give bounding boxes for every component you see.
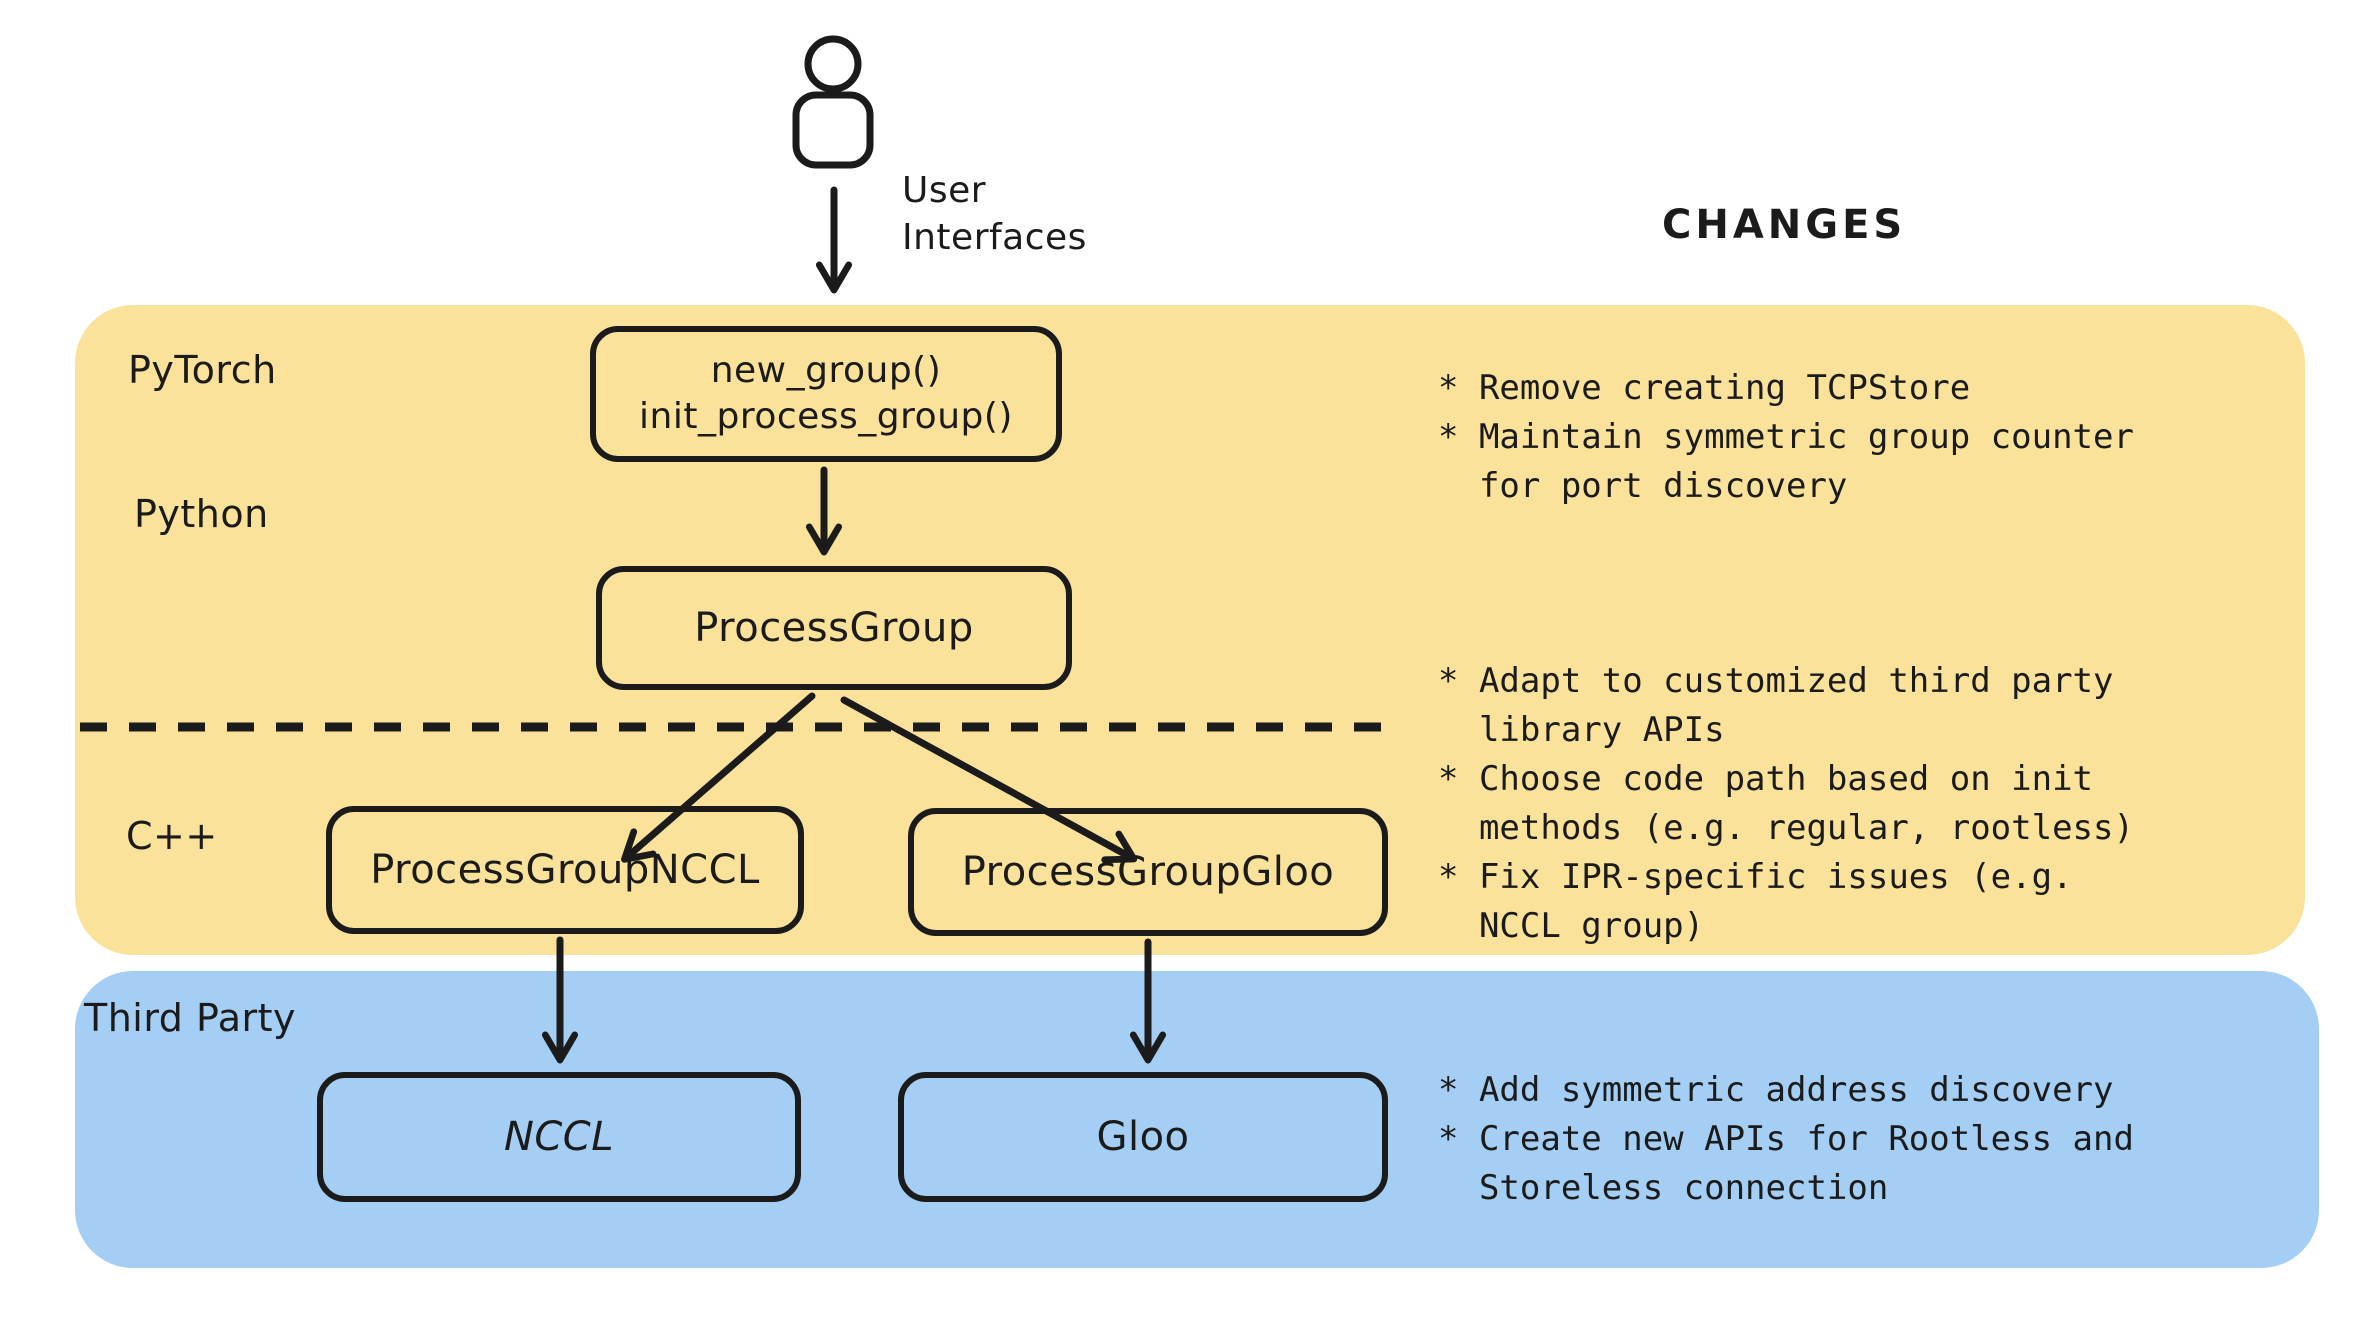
changes-list-pytorch-python: * Remove creating TCPStore * Maintain sym… — [1438, 364, 2164, 511]
node-gloo: Gloo — [898, 1072, 1388, 1202]
node-process-group-nccl: ProcessGroupNCCL — [326, 806, 804, 934]
node-user-api: new_group() init_process_group() — [590, 326, 1062, 462]
change-bullet: * Add symmetric address discovery — [1438, 1070, 2114, 1110]
layer-label-cpp: C++ — [126, 814, 218, 858]
node-nccl: NCCL — [317, 1072, 801, 1202]
change-bullet: * Choose code path based on init methods… — [1438, 759, 2134, 848]
layer-label-third-party: Third Party — [84, 996, 297, 1040]
changes-title: CHANGES — [1662, 202, 1907, 248]
node-process-group: ProcessGroup — [596, 566, 1072, 690]
change-bullet: * Create new APIs for Rootless and Store… — [1438, 1119, 2134, 1208]
changes-list-third-party: * Add symmetric address discovery * Creat… — [1438, 1066, 2164, 1213]
pytorch-layer-region — [75, 305, 2305, 955]
change-bullet: * Fix IPR-specific issues (e.g. NCCL gro… — [1438, 857, 2073, 946]
person-icon — [792, 35, 874, 169]
layer-label-python: Python — [134, 492, 269, 536]
node-user-api-line2: init_process_group() — [639, 396, 1013, 437]
change-bullet: * Adapt to customized third party librar… — [1438, 661, 2114, 750]
node-process-group-gloo: ProcessGroupGloo — [908, 808, 1388, 936]
change-bullet: * Maintain symmetric group counter for p… — [1438, 417, 2134, 506]
change-bullet: * Remove creating TCPStore — [1438, 368, 1971, 408]
third-party-layer-region — [75, 971, 2319, 1268]
node-user-api-line1: new_group() — [710, 349, 942, 391]
layer-label-pytorch: PyTorch — [128, 348, 277, 392]
changes-list-cpp: * Adapt to customized third party librar… — [1438, 657, 2164, 951]
